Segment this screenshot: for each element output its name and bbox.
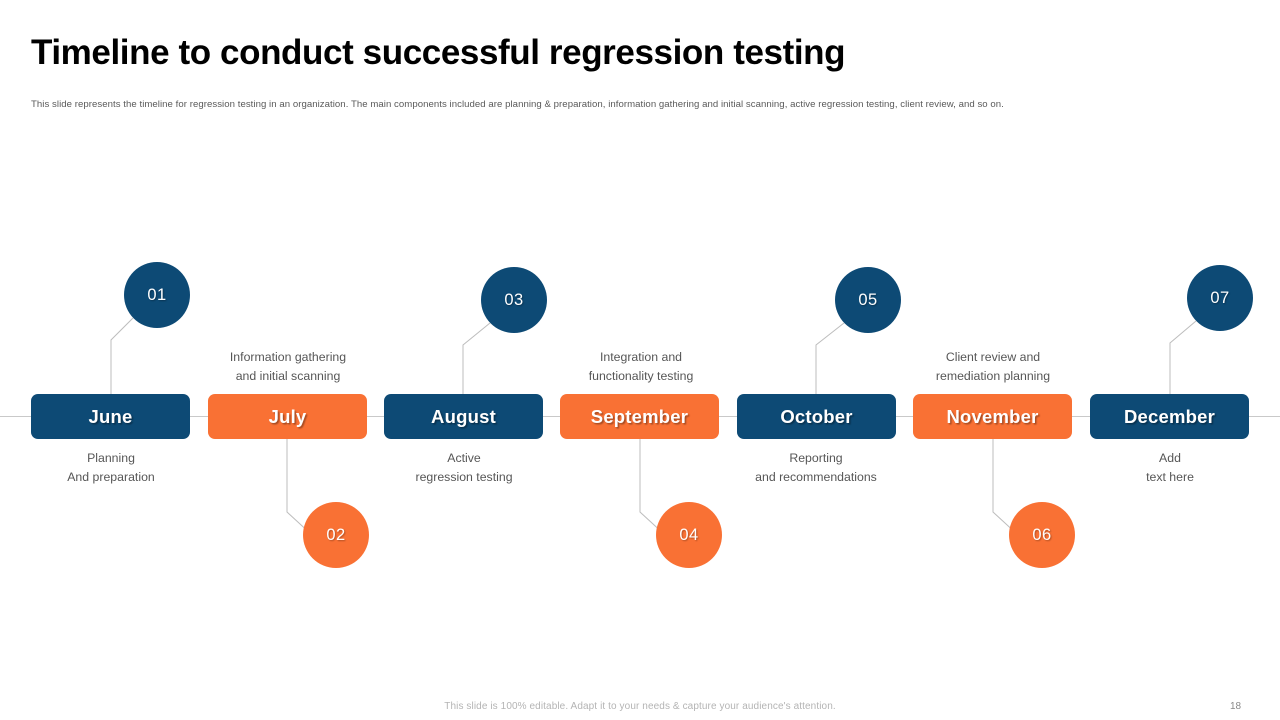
page-title: Timeline to conduct successful regressio… <box>31 33 846 72</box>
milestone-desc-04: Integration and functionality testing <box>541 348 741 386</box>
timeline-bar-november[interactable]: November <box>913 394 1072 439</box>
milestone-desc-03-line2: regression testing <box>415 470 513 484</box>
milestone-circle-07[interactable]: 07 <box>1187 265 1253 331</box>
page-number: 18 <box>1230 701 1242 712</box>
connector-01 <box>110 317 134 396</box>
connector-07 <box>1169 320 1197 396</box>
milestone-desc-04-line2: functionality testing <box>588 369 694 383</box>
milestone-circle-03[interactable]: 03 <box>481 267 547 333</box>
connector-03 <box>462 322 491 396</box>
milestone-circle-05[interactable]: 05 <box>835 267 901 333</box>
milestone-desc-05-line1: Reporting <box>789 451 843 465</box>
timeline-bar-june[interactable]: June <box>31 394 190 439</box>
slide-subtitle: This slide represents the timeline for r… <box>31 99 1004 110</box>
milestone-desc-06: Client review and remediation planning <box>893 348 1093 386</box>
timeline-bar-august[interactable]: August <box>384 394 543 439</box>
milestone-desc-02-line2: and initial scanning <box>235 369 341 383</box>
milestone-desc-01-line1: Planning <box>87 451 135 465</box>
timeline-bar-september[interactable]: September <box>560 394 719 439</box>
timeline-bar-july[interactable]: July <box>208 394 367 439</box>
milestone-desc-01: Planning And preparation <box>11 449 211 487</box>
footer-note: This slide is 100% editable. Adapt it to… <box>444 701 836 712</box>
milestone-circle-02[interactable]: 02 <box>303 502 369 568</box>
milestone-circle-04[interactable]: 04 <box>656 502 722 568</box>
milestone-desc-07-line1: Add <box>1159 451 1181 465</box>
milestone-desc-03-line1: Active <box>447 451 481 465</box>
milestone-desc-01-line2: And preparation <box>67 470 155 484</box>
milestone-desc-02-line1: Information gathering <box>229 350 347 364</box>
milestone-desc-05: Reporting and recommendations <box>716 449 916 487</box>
connector-05 <box>815 322 845 396</box>
milestone-circle-01[interactable]: 01 <box>124 262 190 328</box>
milestone-desc-07-line2: text here <box>1146 470 1194 484</box>
milestone-circle-06[interactable]: 06 <box>1009 502 1075 568</box>
timeline-bar-december[interactable]: December <box>1090 394 1249 439</box>
milestone-desc-03: Active regression testing <box>364 449 564 487</box>
milestone-desc-07: Add text here <box>1070 449 1270 487</box>
milestone-desc-06-line2: remediation planning <box>935 369 1051 383</box>
milestone-desc-04-line1: Integration and <box>599 350 683 364</box>
timeline-bar-october[interactable]: October <box>737 394 896 439</box>
milestone-desc-02: Information gathering and initial scanni… <box>188 348 388 386</box>
milestone-desc-05-line2: and recommendations <box>755 470 877 484</box>
milestone-desc-06-line1: Client review and <box>945 350 1041 364</box>
